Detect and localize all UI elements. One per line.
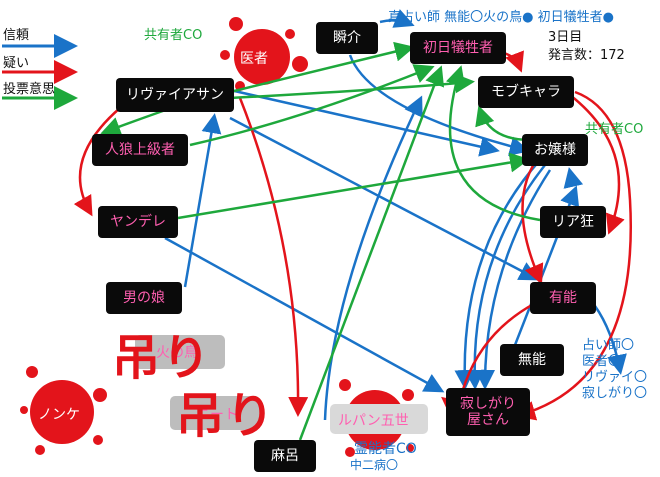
legend-trust-label: 信頼: [3, 28, 30, 43]
vote-arrows: [100, 41, 541, 441]
node-mob-chara: モブキャラ: [478, 76, 574, 108]
node-sabishigari-line1: 寂しがり: [460, 395, 516, 412]
dead-nonke: ノンケ: [38, 407, 80, 423]
node-sabishigari-line2: 屋さん: [467, 412, 509, 428]
dead-doctor: 医者: [240, 51, 268, 67]
splat-doctor: [220, 17, 308, 91]
node-first-victim: 初日犠牲者: [410, 32, 506, 64]
hanged-name-box-2: [170, 396, 260, 430]
node-otoko-no-ko: 男の娘: [106, 282, 182, 314]
node-maro: 麻呂: [254, 440, 316, 472]
hang-mark-2: 吊り: [176, 388, 277, 444]
legend-doubt-label: 疑い: [3, 56, 30, 71]
day-text: 3日目: [548, 30, 583, 45]
node-yuuno: 有能: [530, 282, 596, 314]
sharer-co-label-right: 共有者CO: [585, 122, 644, 137]
medium-co-label: 霊能者CO: [354, 441, 417, 457]
node-lupin: ルパン五世: [338, 413, 409, 429]
fortune-results: 占い師〇 医者〇 リヴァイ〇 寂しがり〇: [582, 338, 647, 402]
sharer-co-label-top: 共有者CO: [144, 28, 203, 43]
node-sabishigari: 寂しがり 屋さん: [446, 388, 530, 436]
node-levi: リヴァイアサン: [116, 78, 234, 112]
fortune-result-2: 医者〇: [582, 354, 622, 369]
fortune-result-1: 占い師〇: [582, 338, 635, 353]
node-yandere: ヤンデレ: [98, 206, 178, 238]
legend-vote-label: 投票意思: [3, 82, 56, 97]
node-muno: 無能: [500, 344, 564, 376]
hang-mark-1: 吊り: [112, 330, 213, 386]
dead-hanged-2: ニート: [196, 407, 238, 423]
hanged-name-box-1: [135, 335, 225, 369]
lupin-name-box: [330, 404, 428, 434]
node-ojousama: お嬢様: [522, 134, 588, 166]
node-shunsuke: 瞬介: [316, 22, 378, 54]
splat-nonke: [20, 366, 107, 455]
utterance-count: 発言数：172: [548, 48, 625, 63]
fortune-result-4: 寂しがり〇: [582, 386, 648, 401]
fortune-result-3: リヴァイ〇: [582, 370, 648, 385]
dead-hanged-1: 火の鳥: [156, 345, 198, 361]
node-ria-kyo: リア狂: [540, 206, 606, 238]
node-werewolf-boss: 人狼上級者: [92, 134, 188, 166]
chunibyo-label: 中二病〇: [350, 458, 399, 472]
seer-claim-text: 真占い師 無能〇火の鳥● 初日犠牲者●: [388, 10, 614, 25]
